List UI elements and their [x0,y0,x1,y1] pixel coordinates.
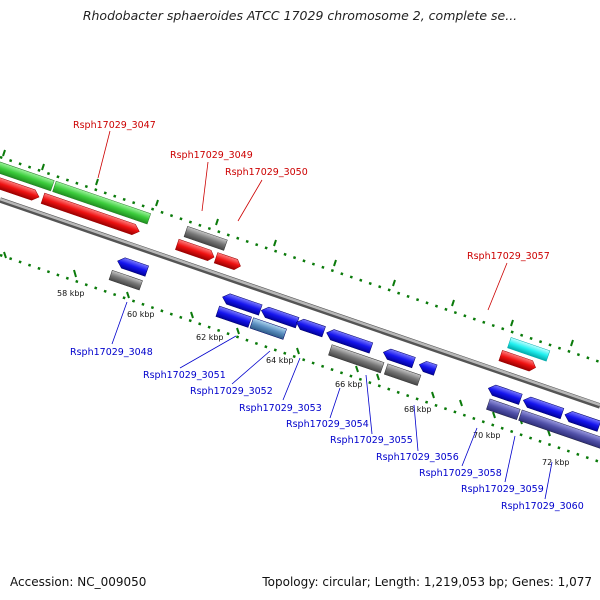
gene-label-3054[interactable]: Rsph17029_3054 [286,419,369,430]
ruler-major-ticks [2,149,574,437]
gene-label-3048[interactable]: Rsph17029_3048 [70,347,153,358]
gene-3051[interactable] [221,292,263,316]
tick-label: 60 kbp [127,310,155,319]
gene-label-3049[interactable]: Rsph17029_3049 [170,150,253,161]
gene-label-3050[interactable]: Rsph17029_3050 [225,167,308,178]
gene-3055[interactable] [382,347,416,369]
gene-3051-blue[interactable] [215,305,287,340]
gene-3057[interactable] [507,337,551,362]
label-leaders-top [97,130,508,311]
tick-label: 66 kbp [335,380,363,389]
gene-3047-red[interactable] [40,192,141,237]
tick-label: 68 kbp [404,405,432,414]
gene-3052[interactable] [260,305,300,329]
gene-label-3051[interactable]: Rsph17029_3051 [143,370,226,381]
gene-3054[interactable] [325,328,374,354]
label-leaders-bottom [111,301,553,500]
gene-labels-top: Rsph17029_3047 Rsph17029_3049 Rsph17029_… [73,120,550,262]
gene-label-3055[interactable]: Rsph17029_3055 [330,435,413,446]
gene-3057-red[interactable] [498,349,538,372]
tick-label: 70 kbp [473,431,501,440]
gene-3056[interactable] [417,359,438,376]
tick-label: 64 kbp [266,356,294,365]
gene-label-3052[interactable]: Rsph17029_3052 [190,386,273,397]
tick-label: 58 kbp [57,289,85,298]
accession-text: Accession: NC_009050 [10,575,147,589]
gene-3047[interactable] [0,155,152,225]
gene-label-3059[interactable]: Rsph17029_3059 [461,484,544,495]
gene-label-3060[interactable]: Rsph17029_3060 [501,501,584,512]
gene-3050[interactable] [213,252,242,272]
gene-3053[interactable] [295,317,326,338]
gene-label-3056[interactable]: Rsph17029_3056 [376,452,459,463]
gene-label-3058[interactable]: Rsph17029_3058 [419,468,502,479]
gene-3058[interactable] [487,383,523,405]
gene-3054-gray[interactable] [328,344,422,386]
summary-text: Topology: circular; Length: 1,219,053 bp… [262,575,592,589]
ruler-tick-labels: 58 kbp 60 kbp 62 kbp 64 kbp 66 kbp 68 kb… [57,289,570,467]
gene-3048[interactable] [116,256,149,277]
gene-label-3047[interactable]: Rsph17029_3047 [73,120,156,131]
gene-label-3057[interactable]: Rsph17029_3057 [467,251,550,262]
gene-3060[interactable] [563,409,600,432]
tick-label: 62 kbp [196,333,224,342]
gene-labels-bottom: Rsph17029_3048 Rsph17029_3051 Rsph17029_… [70,347,584,512]
gene-3058-navy[interactable] [486,398,600,450]
gene-3059[interactable] [522,395,565,420]
gene-label-3053[interactable]: Rsph17029_3053 [239,403,322,414]
gene-3048-gray[interactable] [108,269,143,291]
gene-3046[interactable] [0,170,41,202]
map-title: Rhodobacter sphaeroides ATCC 17029 chrom… [82,8,518,23]
gene-3049[interactable] [175,225,228,265]
chromosome-backbone [0,197,600,409]
tick-label: 72 kbp [542,458,570,467]
